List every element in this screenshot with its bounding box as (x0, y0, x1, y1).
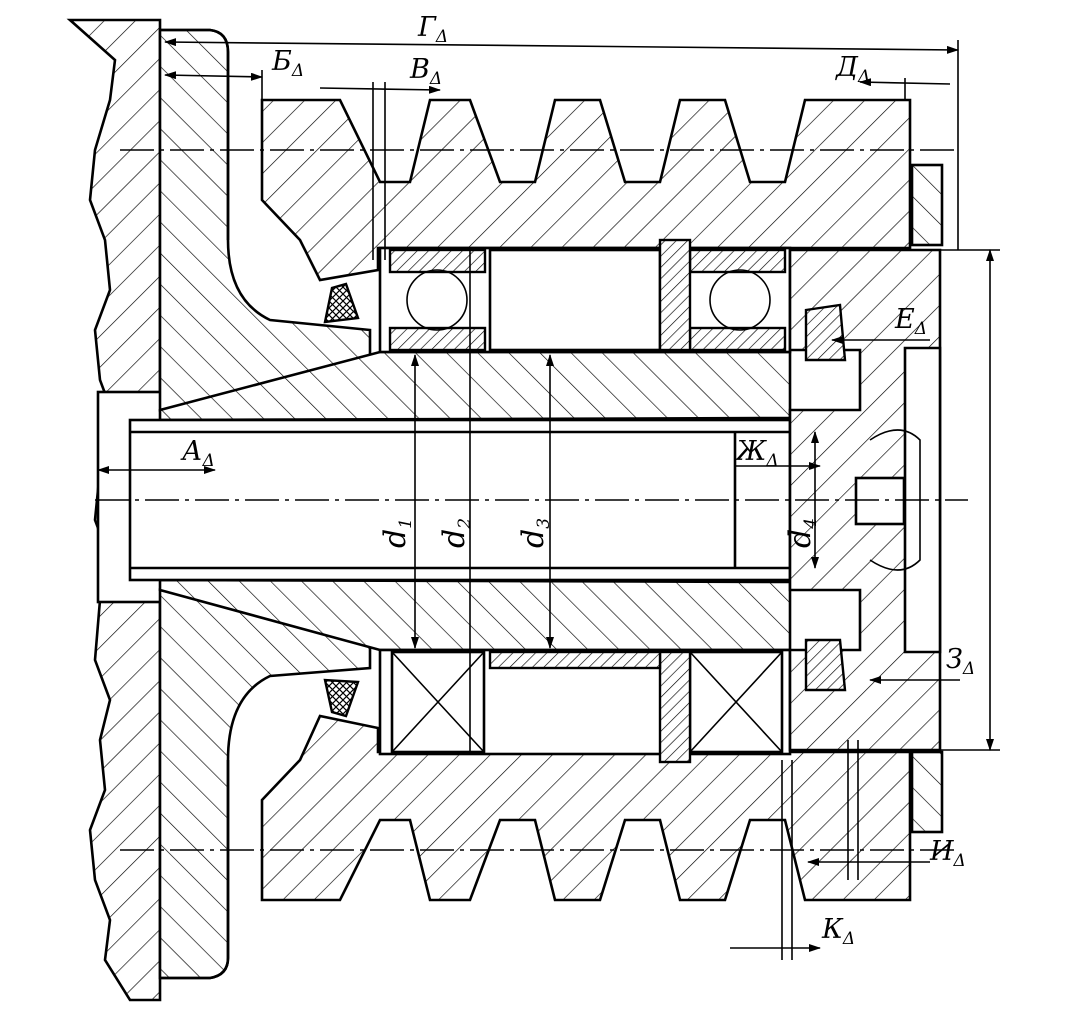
bearing-upper (378, 238, 792, 354)
hub-tube (158, 350, 792, 652)
label-a: АΔ (180, 436, 215, 471)
pulley-upper-half (260, 98, 912, 282)
label-d1: d1 (378, 518, 416, 548)
label-zh: ЖΔ (734, 436, 779, 471)
label-i: ИΔ (929, 836, 966, 871)
label-g: ГΔ (417, 12, 448, 47)
bearing-lower (378, 648, 792, 764)
dimension-lines (97, 38, 1000, 960)
label-d3: d3 (516, 518, 554, 548)
diameter-labels: d1 d2 d3 d4 (378, 518, 821, 548)
label-e: ЕΔ (894, 304, 927, 339)
label-d: ДΔ (835, 52, 870, 87)
label-v: ВΔ (409, 54, 442, 89)
dimension-labels: ГΔ БΔ ВΔ ДΔ ЕΔ АΔ ЖΔ ЗΔ ИΔ КΔ (180, 12, 975, 949)
felt-seal (323, 282, 360, 718)
center-lines (95, 149, 968, 851)
label-b: БΔ (271, 46, 304, 81)
pulley-lower-half (260, 714, 912, 902)
label-z: ЗΔ (946, 644, 975, 679)
label-d4: d4 (783, 518, 821, 548)
hub-flange (158, 28, 372, 980)
label-d2: d2 (437, 518, 475, 548)
label-k: КΔ (821, 914, 855, 949)
